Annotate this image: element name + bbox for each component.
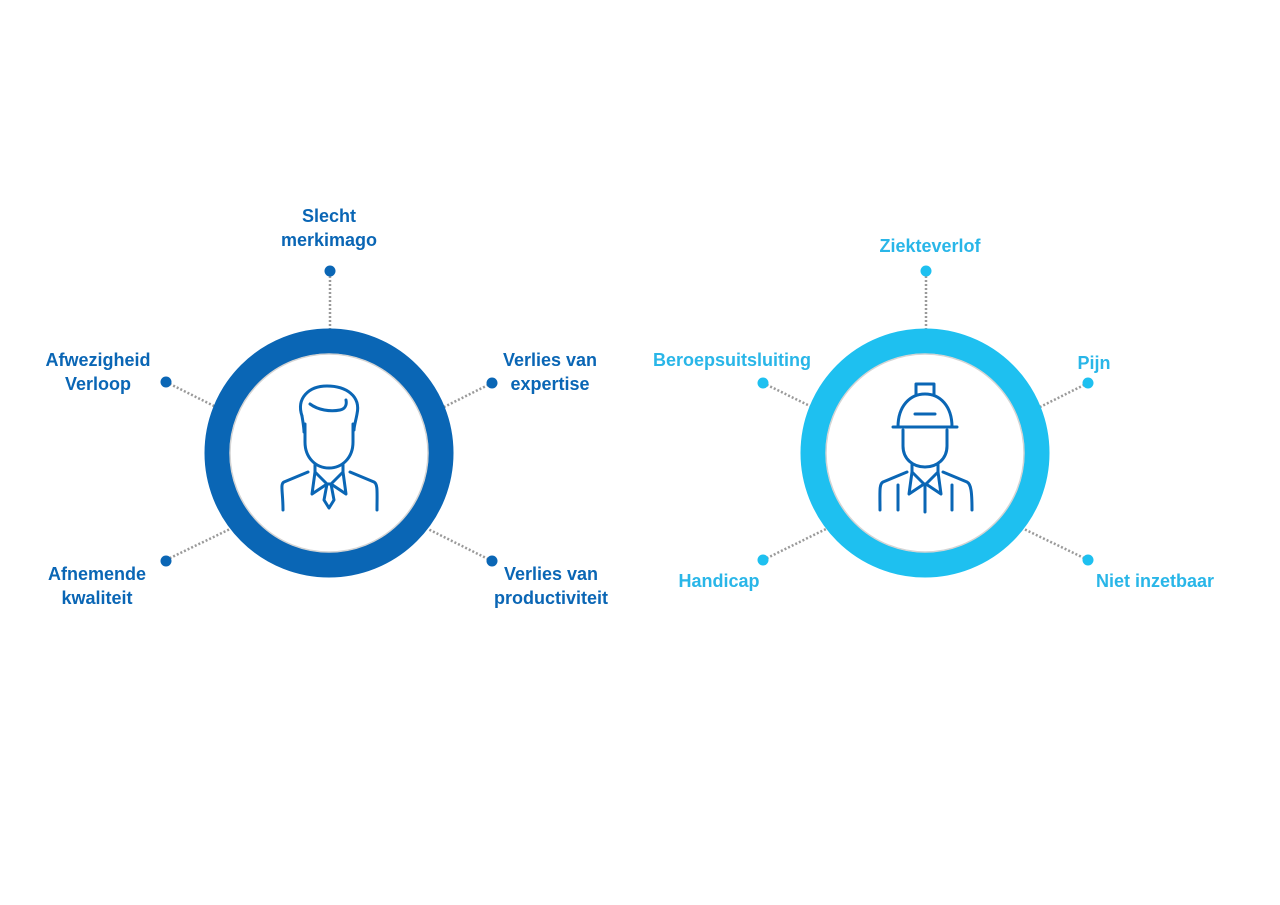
ring-right-inner-edge: [825, 353, 1025, 553]
connector-dot-top: [920, 265, 932, 277]
label-line-1: Verlies van: [503, 564, 599, 584]
right-diagram: [757, 265, 1094, 578]
label-line-1: Verlies van: [502, 350, 598, 370]
left-diagram: [160, 265, 498, 578]
connector-dot-upper-left: [160, 376, 172, 388]
label-afnemende-kwaliteit: Afnemende kwaliteit: [48, 562, 146, 610]
connector-line-lower-left: [165, 527, 231, 562]
label-line-1: Afnemende: [47, 564, 147, 584]
connector-dot-lower-left: [757, 554, 769, 566]
ring-left: [204, 328, 454, 578]
label-line-1: Afwezigheid: [45, 350, 151, 370]
ring-right: [800, 328, 1050, 578]
label-pijn: Pijn: [1077, 353, 1111, 373]
label-line-1: Slecht: [301, 206, 357, 226]
ring-left-inner-edge: [229, 353, 429, 553]
connector-line-upper-right: [443, 381, 493, 409]
label-verlies-van-productiviteit: Verlies van productiviteit: [494, 562, 608, 610]
label-line-2: merkimago: [280, 230, 378, 250]
connector-dot-lower-left: [160, 555, 172, 567]
construction-worker-icon: [878, 382, 974, 514]
office-worker-icon: [280, 384, 379, 512]
connector-line-upper-left: [762, 381, 813, 409]
label-line-2: Verloop: [64, 374, 132, 394]
label-line-2: expertise: [510, 374, 590, 394]
label-line-2: productiviteit: [493, 588, 609, 608]
connector-dot-upper-left: [757, 377, 769, 389]
connector-line-lower-right: [427, 527, 493, 563]
connector-dot-lower-right: [486, 555, 498, 567]
connector-dot-upper-right: [486, 377, 498, 389]
label-ziekteverlof: Ziekteverlof: [879, 236, 981, 256]
connector-dot-upper-right: [1082, 377, 1094, 389]
connector-line-upper-left: [165, 380, 215, 408]
label-afwezigheid-verloop: Afwezigheid Verloop: [45, 348, 150, 396]
label-niet-inzetbaar: Niet inzetbaar: [1095, 571, 1215, 591]
label-verlies-van-expertise: Verlies van expertise: [503, 348, 597, 396]
connector-line-lower-left: [762, 527, 827, 562]
connector-dot-top: [324, 265, 336, 277]
label-handicap: Handicap: [678, 571, 760, 591]
connector-line-upper-right: [1039, 381, 1089, 409]
connector-dot-lower-right: [1082, 554, 1094, 566]
label-line-2: kwaliteit: [61, 588, 133, 608]
label-beroepsuitsluiting: Beroepsuitsluiting: [652, 350, 812, 370]
connector-line-lower-right: [1023, 527, 1089, 562]
label-slecht-merkimago: Slecht merkimago: [281, 204, 377, 252]
